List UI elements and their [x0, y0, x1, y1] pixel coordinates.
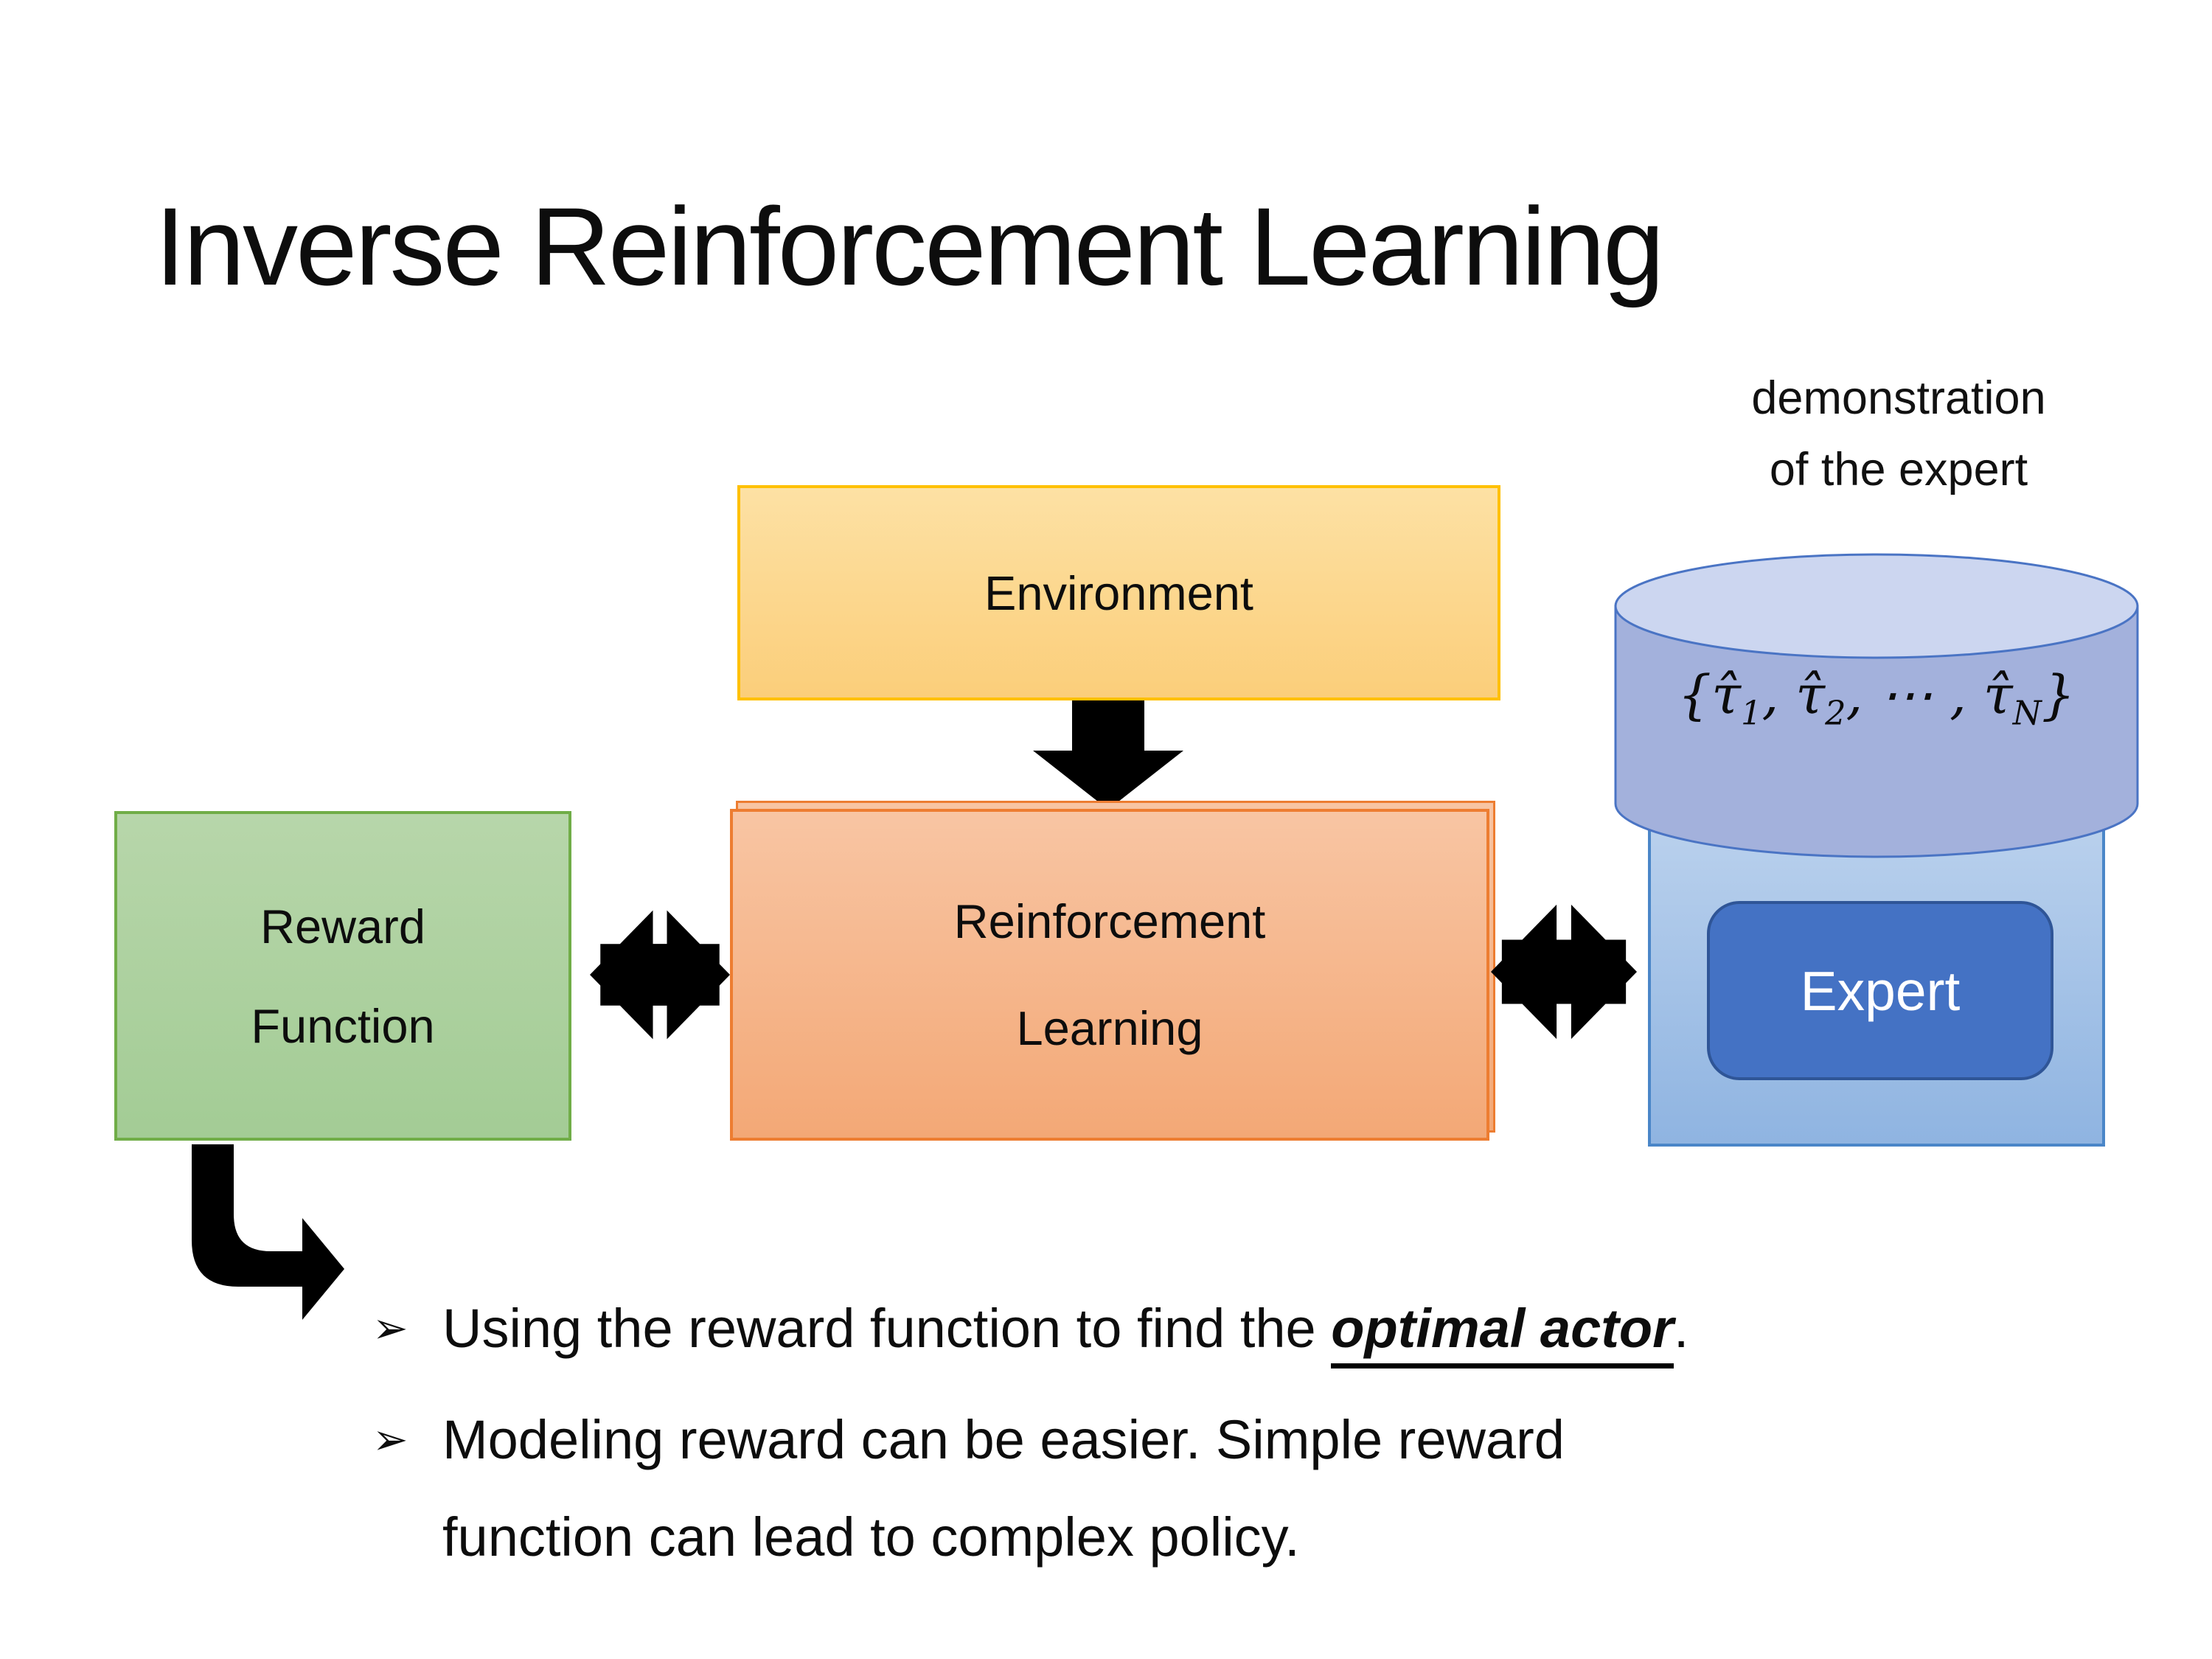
down-arrow-icon	[1033, 700, 1183, 810]
environment-box: Environment	[737, 485, 1500, 700]
bullet-optimal-actor: ➢ Using the reward function to find the …	[372, 1280, 2142, 1377]
trajectory-set-formula: {τ̂1, τ̂2, ⋯ , τ̂N}	[1611, 664, 2142, 732]
bullet1-text: Using the reward function to find the	[442, 1298, 1332, 1359]
formula-open-brace: {	[1677, 664, 1712, 726]
bullet-modeling-reward: ➢ Modeling reward can be easier. Simple …	[372, 1391, 1773, 1586]
reinforcement-learning-box: Reinforcement Learning	[730, 809, 1489, 1141]
environment-label: Environment	[984, 566, 1253, 620]
page-title: Inverse Reinforcement Learning	[155, 184, 1665, 308]
formula-tau2: τ̂	[1795, 664, 1826, 726]
demonstration-caption: demonstration of the expert	[1630, 363, 2168, 506]
demonstration-caption-line2: of the expert	[1769, 444, 2028, 495]
bullet2-line2: function can lead to complex policy.	[442, 1506, 1300, 1568]
reward-label-line1: Reward	[260, 899, 425, 953]
reward-label-line2: Function	[251, 998, 435, 1053]
bullet1-emphasis: optimal actor	[1331, 1298, 1674, 1368]
double-arrow-right-icon	[1491, 904, 1637, 1040]
bent-arrow-icon	[192, 1144, 344, 1320]
formula-sub1: 1	[1741, 694, 1762, 733]
expert-label: Expert	[1800, 959, 1961, 1022]
rl-label-line1: Reinforcement	[953, 894, 1266, 948]
double-arrow-left-icon	[590, 910, 730, 1040]
formula-subN: N	[2012, 694, 2042, 733]
bullet1-period: .	[1673, 1298, 1689, 1359]
expert-box: Expert	[1707, 901, 2053, 1080]
formula-dots: , ⋯ ,	[1846, 664, 1983, 726]
reward-function-box: Reward Function	[114, 811, 571, 1141]
demonstration-caption-line1: demonstration	[1751, 372, 2046, 424]
formula-sub2: 2	[1825, 694, 1846, 733]
bullet2-line1: Modeling reward can be easier. Simple re…	[442, 1409, 1565, 1470]
demonstration-database-icon	[1614, 553, 2139, 858]
bullet-arrowhead-icon: ➢	[372, 1416, 408, 1464]
bullet-arrowhead-icon: ➢	[372, 1304, 408, 1352]
rl-label-line2: Learning	[1016, 1001, 1203, 1055]
formula-tau1: τ̂	[1711, 664, 1742, 726]
formula-comma1: ,	[1761, 664, 1796, 726]
formula-close-brace: }	[2041, 664, 2076, 726]
formula-tauN: τ̂	[1983, 664, 2013, 726]
